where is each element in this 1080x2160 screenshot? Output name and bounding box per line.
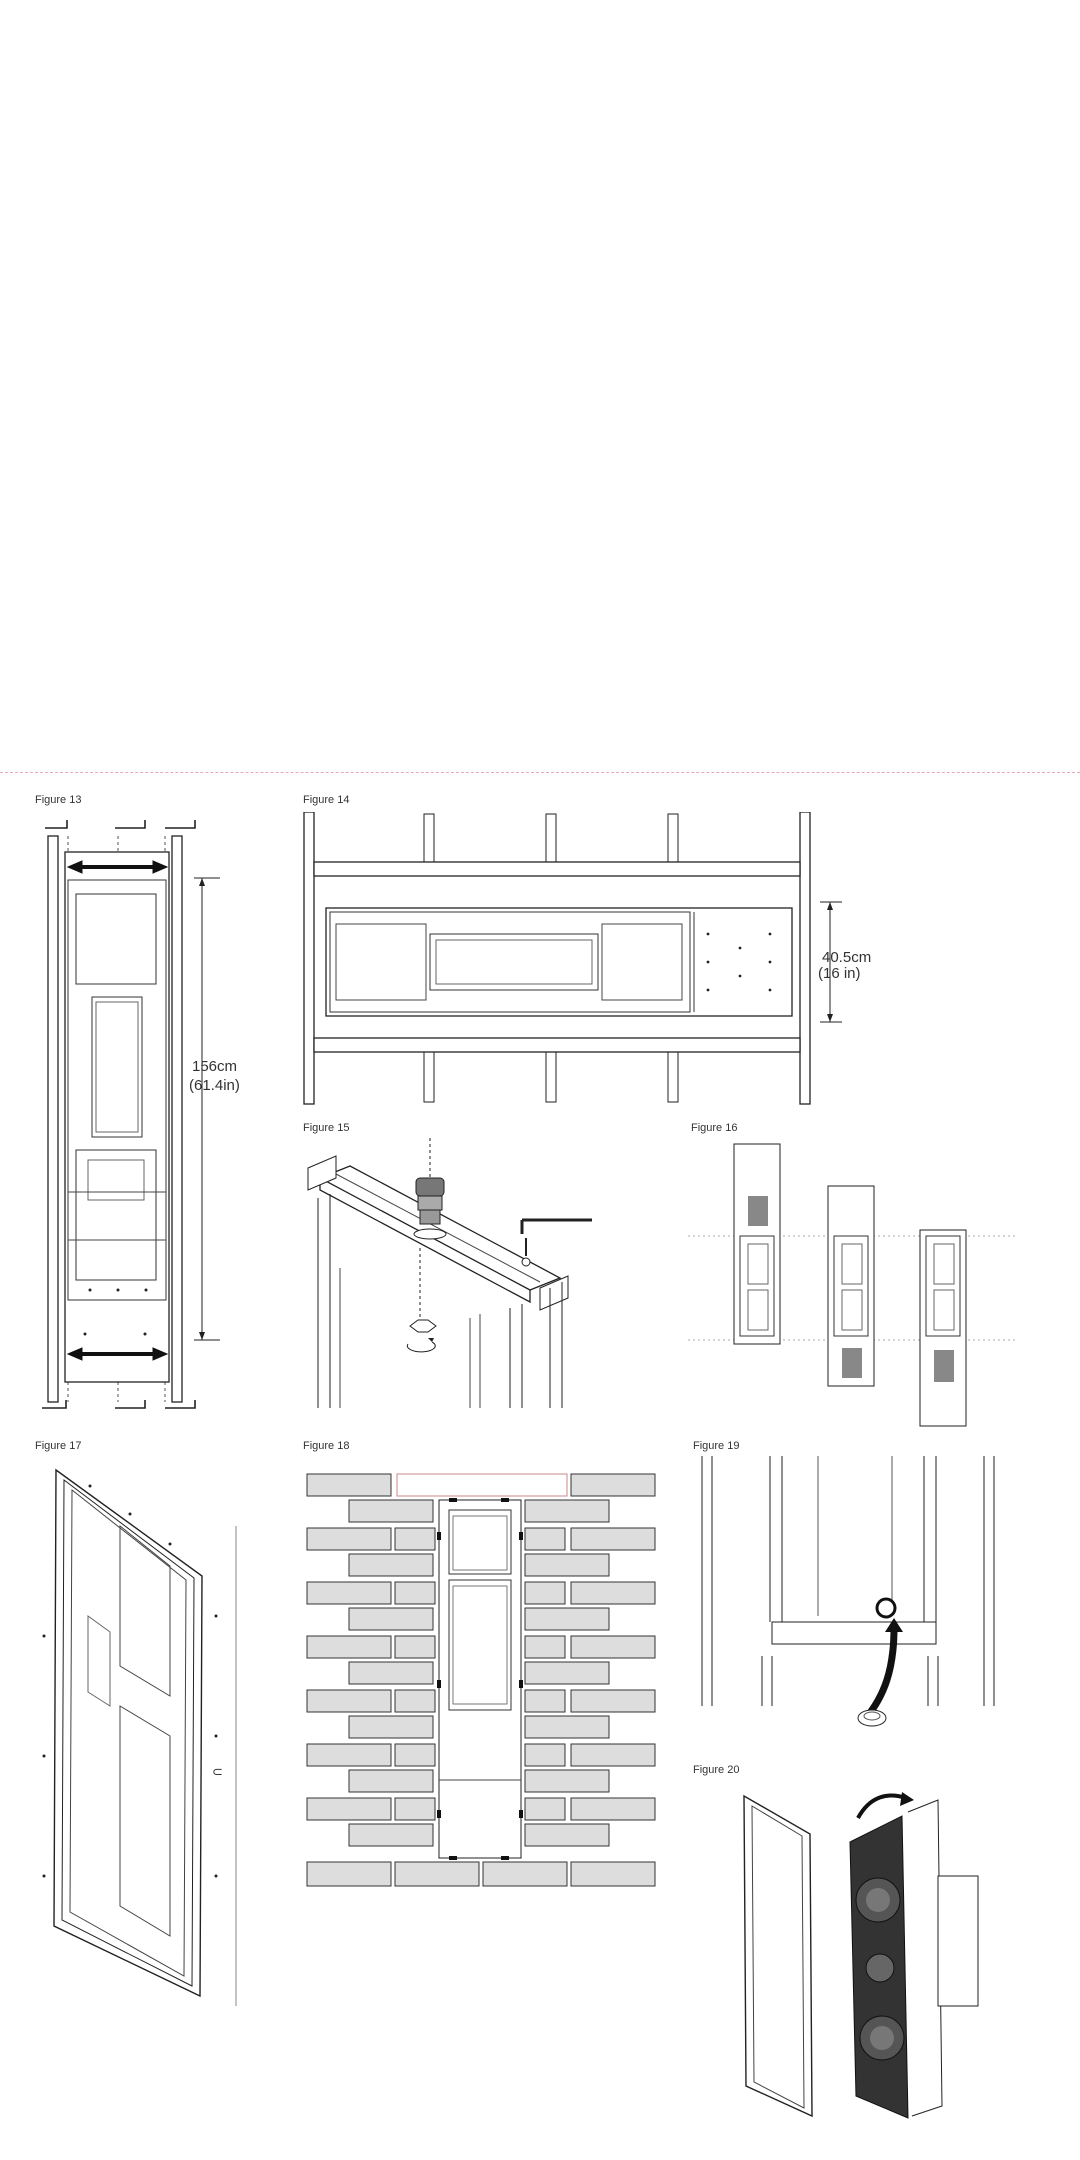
figure-17: ⊂ [30, 1456, 270, 2016]
figure-15 [300, 1138, 600, 1408]
figure-16-label: Figure 16 [691, 1122, 738, 1134]
figure-13 [30, 812, 270, 1412]
figure-15-label: Figure 15 [303, 1122, 350, 1134]
figure-17-label: Figure 17 [35, 1440, 82, 1452]
figure-14-label: Figure 14 [303, 794, 350, 806]
figure-20 [738, 1786, 1018, 2126]
figure-13-dimension-cm: 156cm [192, 1058, 238, 1075]
figure-18-label: Figure 18 [303, 1440, 350, 1452]
figure-20-label: Figure 20 [693, 1764, 740, 1776]
figure-14-dimension-in: (16 in) [818, 965, 861, 982]
figure-13-dimension-in: (61.4in) [189, 1077, 240, 1094]
figure-14 [300, 812, 880, 1112]
figure-19-label: Figure 19 [693, 1440, 740, 1452]
figure-13-label: Figure 13 [35, 794, 82, 806]
figure-18 [303, 1470, 663, 1890]
page-separator [0, 772, 1080, 773]
figure-16 [688, 1140, 1018, 1430]
figure-19 [698, 1456, 1008, 1736]
figure-14-dimension-cm: 40.5cm [822, 949, 872, 966]
svg-text:⊂: ⊂ [212, 1764, 223, 1779]
